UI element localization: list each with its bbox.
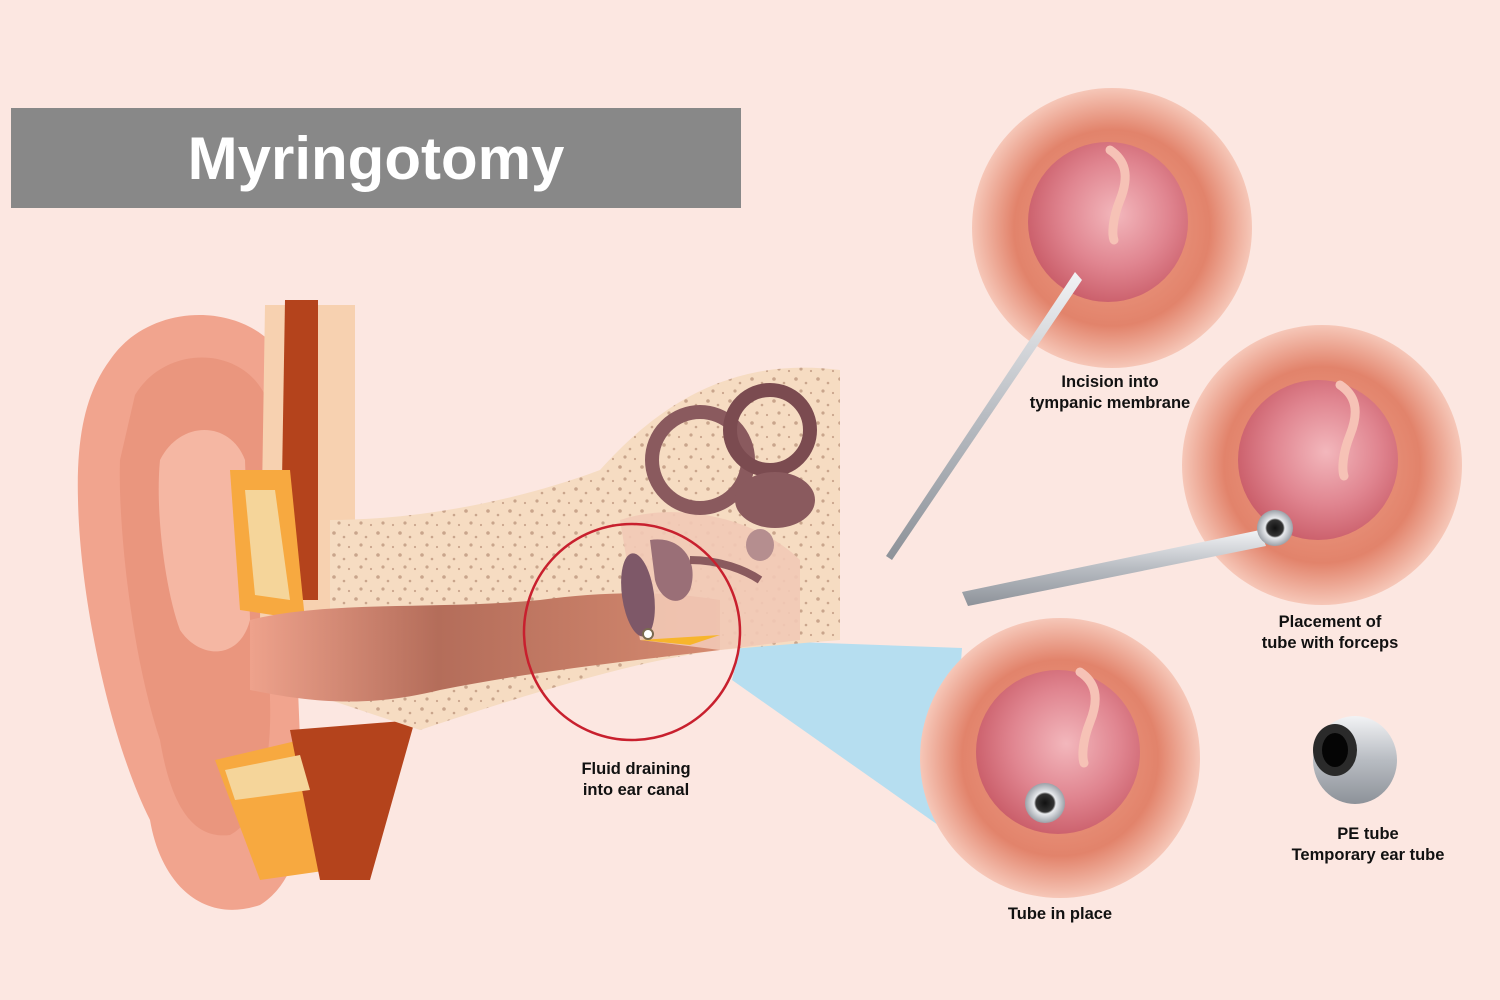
eardrum-shape — [621, 553, 655, 637]
fluid-wedge — [640, 635, 720, 645]
ear-canal — [250, 593, 720, 702]
label-incision: Incision into tympanic membrane — [1010, 372, 1210, 414]
label-line: Fluid draining — [581, 760, 691, 778]
ossicle-shape — [689, 556, 763, 584]
ossicle-shape — [650, 539, 693, 601]
scalpel-icon — [886, 272, 1082, 560]
label-line: Tube in place — [1007, 905, 1113, 923]
forceps-icon — [962, 510, 1293, 606]
label-line: Incision into — [1061, 373, 1159, 391]
label-line: PE tube — [1337, 825, 1399, 843]
label-line: into ear canal — [582, 781, 690, 799]
tube-marker — [642, 628, 654, 640]
zoom-disc-incision — [972, 88, 1252, 368]
label-placement: Placement of tube with forceps — [1240, 612, 1420, 654]
label-line: tube with forceps — [1261, 634, 1399, 652]
label-line: tympanic membrane — [1029, 394, 1191, 412]
zoom-beam — [732, 640, 962, 832]
highlight-circle — [522, 522, 742, 742]
label-line: Placement of — [1278, 613, 1382, 631]
label-pe-tube: PE tube Temporary ear tube — [1278, 824, 1458, 866]
label-tube-in-place: Tube in place — [990, 904, 1130, 925]
zoom-disc-placement — [1182, 325, 1462, 605]
title-bar: Myringotomy — [11, 108, 741, 208]
cochlea-icon — [645, 383, 817, 561]
page-title: Myringotomy — [187, 124, 565, 192]
label-fluid-draining: Fluid draining into ear canal — [556, 759, 716, 801]
cartilage-strips — [215, 300, 415, 880]
pe-tube-icon — [1313, 716, 1397, 804]
label-line: Temporary ear tube — [1291, 846, 1445, 864]
zoom-disc-tube — [920, 618, 1200, 898]
